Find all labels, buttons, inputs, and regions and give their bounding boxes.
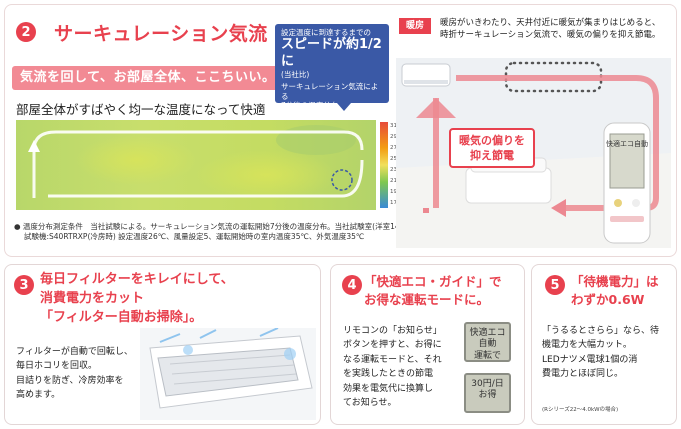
- text-line: 「うるるとさらら」なら、待: [542, 326, 660, 336]
- standby-footnote: (Rシリーズ22〜4.0kWの場合): [542, 407, 619, 413]
- scale-tick: 21: [390, 178, 397, 184]
- remote-lcd-label: 快適エコ自動: [606, 139, 648, 148]
- temperature-heatmap: [16, 120, 376, 210]
- title-line: 消費電力をカット: [40, 290, 145, 306]
- callout-speed: スピードが約1/2に: [281, 37, 382, 69]
- text-line: リモコンの「お知らせ」: [343, 326, 442, 336]
- section-number-5: 5: [545, 275, 565, 295]
- section-title-filter: 毎日フィルターをキレイにして、 消費電力をカット 「フィルター自動お掃除」。: [40, 271, 234, 328]
- speed-callout: 設定温度に到達するまでの スピードが約1/2に (当社比) サーキュレーション気…: [275, 24, 389, 110]
- heating-description: 暖房がいきわたり、天井付近に暖気が集まりはじめると、時折サーキュレーション気流で…: [440, 18, 661, 41]
- callout-line3: 7分後の温度分布: [281, 101, 339, 110]
- airflow-arrowhead: [28, 140, 40, 152]
- section-title-eco-guide: 「快適エコ・ガイド」で お得な運転モードに。: [364, 273, 502, 309]
- text-line: フィルターが自動で回転し、: [16, 347, 133, 357]
- room-caption-line1: 暖気の偏りを: [459, 134, 525, 147]
- scale-tick: 23: [390, 167, 397, 173]
- filter-description: フィルターが自動で回転し、 毎日ホコリを回収。 目詰りを防ぎ、冷房効率を 高めま…: [16, 345, 133, 403]
- room-caption-line2: 抑え節電: [470, 149, 514, 163]
- callout-line2: サーキュレーション気流による: [281, 82, 379, 101]
- title-line: わずか0.6W: [571, 292, 645, 308]
- title-line: 「待機電力」は: [571, 274, 659, 289]
- scale-tick: 31: [390, 123, 397, 129]
- section-number-4: 4: [342, 275, 362, 295]
- lcd-line: お得: [478, 390, 497, 401]
- text-line: 高めます。: [16, 390, 61, 401]
- standby-description: 「うるるとさらら」なら、待 機電力を大幅カット。 LEDナツメ電球1個の消 費電…: [542, 324, 659, 382]
- text-line: なる運転モードと、それ: [343, 354, 442, 365]
- eco-guide-description: リモコンの「お知らせ」 ボタンを押すと、お得に なる運転モードと、それ を実践し…: [343, 324, 442, 410]
- section-title-standby: 「待機電力」は わずか0.6W: [571, 273, 659, 309]
- callout-company: (当社比): [281, 69, 310, 79]
- note-line2: 試験機:S40RTRXP(冷房時) 設定温度26℃、風量設定5、運転開始時の室内…: [24, 232, 365, 242]
- test-conditions-note: ● 温度分布測定条件 当社試験による。サーキュレーション気流の運転開始7分後の温…: [14, 222, 410, 242]
- callout-line1: 設定温度に到達するまでの: [281, 28, 371, 37]
- temperature-scale: [380, 122, 388, 208]
- text-line: 費電力とほぼ同じ。: [542, 369, 624, 380]
- airflow-arrow-bottom: [48, 159, 364, 198]
- sample-point-marker: [331, 169, 353, 191]
- scale-tick: 19: [390, 189, 397, 195]
- text-line: 効果を電気代に換算し: [343, 383, 434, 394]
- title-line: お得な運転モードに。: [364, 292, 490, 308]
- sofa-icon: [465, 167, 552, 204]
- text-line: 機電力を大幅カット。: [542, 340, 632, 351]
- callout-pointer: [337, 103, 351, 111]
- heatmap-subtitle: 部屋全体がすばやく均一な温度になって快適: [16, 102, 266, 117]
- sparkle-icon: [183, 345, 193, 355]
- lcd-line: 運転で: [473, 350, 501, 361]
- text-line: ボタンを押すと、お得に: [343, 340, 442, 351]
- lcd-line: 快適エコ自動: [469, 328, 506, 350]
- lcd-line: 30円/日: [471, 379, 504, 389]
- title-line: 毎日フィルターをキレイにして、: [40, 272, 234, 287]
- lcd-display-savings: 30円/日 お得: [464, 373, 511, 413]
- lcd-display-mode: 快適エコ自動 運転で: [464, 322, 511, 362]
- heating-tag: 暖房: [399, 18, 431, 34]
- scale-tick: 29: [390, 134, 397, 140]
- filter-unit-illustration: [140, 328, 316, 420]
- scale-tick: 17: [390, 200, 397, 206]
- sparkle-icon: [159, 328, 279, 343]
- text-line: LEDナツメ電球1個の消: [542, 354, 638, 365]
- text-line: を実践したときの節電: [343, 369, 434, 380]
- title-line: 「快適エコ・ガイド」で: [364, 274, 502, 289]
- note-line1: ● 温度分布測定条件 当社試験による。サーキュレーション気流の運転開始7分後の温…: [14, 222, 411, 231]
- section-number-3: 3: [14, 275, 34, 295]
- scale-tick: 27: [390, 145, 397, 151]
- title-line: 「フィルター自動お掃除」。: [40, 309, 203, 325]
- text-line: 毎日ホコリを回収。: [16, 361, 98, 372]
- section-title-circulation: サーキュレーション気流: [54, 23, 268, 45]
- sparkle-icon: [284, 348, 296, 360]
- section-number-2: 2: [16, 22, 36, 42]
- slogan-banner: 気流を回して、お部屋全体、ここちいい。: [12, 66, 284, 90]
- scale-tick: 25: [390, 156, 397, 162]
- text-line: てお知らせ。: [343, 397, 397, 408]
- text-line: 目詰りを防ぎ、冷房効率を: [16, 375, 124, 386]
- room-caption: 暖気の偏りを 抑え節電: [449, 128, 535, 168]
